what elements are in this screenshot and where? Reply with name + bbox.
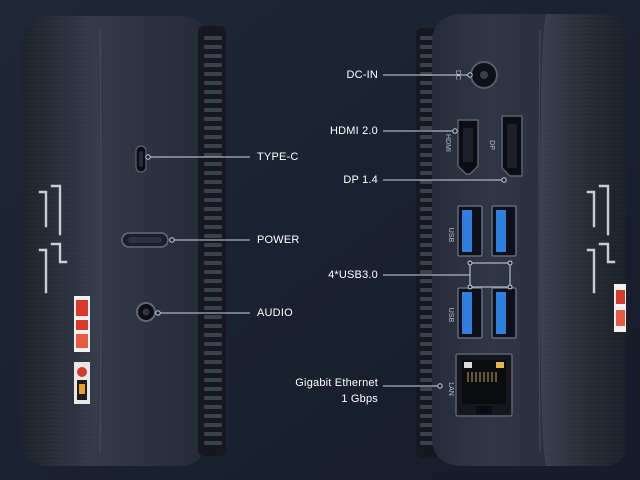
vent-fin	[204, 306, 222, 310]
vent-fin	[204, 216, 222, 220]
usb-tongue	[462, 292, 472, 334]
vent-fin	[204, 432, 222, 436]
vent-fin	[204, 198, 222, 202]
usb-bottom-marking: USB	[447, 307, 455, 323]
label-audio: AUDIO	[257, 307, 293, 319]
vent-grille	[204, 36, 222, 445]
vent-fin	[204, 297, 222, 301]
vent-fin	[204, 396, 222, 400]
label-usb: 4*USB3.0	[328, 269, 378, 281]
vent-fin	[204, 225, 222, 229]
vent-fin	[204, 207, 222, 211]
vent-fin	[420, 441, 436, 445]
label-power: POWER	[257, 234, 300, 246]
vent-fin	[204, 378, 222, 382]
vent-fin	[204, 243, 222, 247]
sticker	[74, 296, 90, 404]
usb-top-marking: USB	[447, 227, 455, 243]
vent-fin	[204, 324, 222, 328]
lan-marking: LAN	[446, 382, 454, 396]
vent-fin	[204, 153, 222, 157]
vent-fin	[204, 351, 222, 355]
vent-fin	[204, 126, 222, 130]
vent-fin	[204, 360, 222, 364]
vent-grille	[198, 26, 226, 456]
vent-fin	[204, 54, 222, 58]
vent-fin	[204, 414, 222, 418]
vent-fin	[204, 144, 222, 148]
vent-fin	[204, 270, 222, 274]
brand-logo	[586, 184, 616, 294]
vent-fin	[204, 135, 222, 139]
leader-lines	[145, 72, 513, 389]
vent-fin	[204, 315, 222, 319]
right-device	[416, 14, 626, 466]
vent-fin	[204, 90, 222, 94]
vent-fin	[204, 117, 222, 121]
label-type-c: TYPE-C	[257, 151, 299, 163]
vent-fin	[204, 234, 222, 238]
vent-fin	[204, 387, 222, 391]
vent-fin	[204, 405, 222, 409]
left-device	[20, 16, 226, 466]
label-hdmi: HDMI 2.0	[329, 125, 378, 137]
vent-fin	[204, 36, 222, 40]
vent-fin	[204, 288, 222, 292]
dc-marking: DC	[454, 69, 462, 81]
vent-fin	[204, 45, 222, 49]
vent-fin	[204, 189, 222, 193]
vent-fin	[204, 81, 222, 85]
vent-fin	[204, 252, 222, 256]
vent-fin	[204, 63, 222, 67]
dp-marking: DP	[487, 140, 495, 150]
vent-fin	[204, 441, 222, 445]
sticker	[614, 284, 626, 332]
vent-fin	[204, 180, 222, 184]
vent-fin	[204, 369, 222, 373]
vent-fin	[420, 36, 436, 40]
vent-fin	[204, 108, 222, 112]
label-dc-in: DC-IN	[346, 69, 378, 81]
vent-fin	[204, 342, 222, 346]
usb-tongue	[496, 210, 506, 252]
vent-fin	[204, 279, 222, 283]
vent-fin	[204, 99, 222, 103]
usb-tongue	[462, 210, 472, 252]
vent-fin	[204, 72, 222, 76]
hdmi-marking: HDMI	[443, 134, 451, 152]
vent-fin	[204, 333, 222, 337]
label-dp: DP 1.4	[343, 174, 378, 186]
vent-fin	[204, 423, 222, 427]
label-lan-line2: 1 Gbps	[341, 393, 378, 405]
brand-logo	[38, 184, 68, 294]
usb-tongue	[496, 292, 506, 334]
vent-fin	[204, 162, 222, 166]
vent-fin	[204, 171, 222, 175]
vent-fin	[204, 261, 222, 265]
label-lan-line1: Gigabit Ethernet	[295, 377, 378, 389]
